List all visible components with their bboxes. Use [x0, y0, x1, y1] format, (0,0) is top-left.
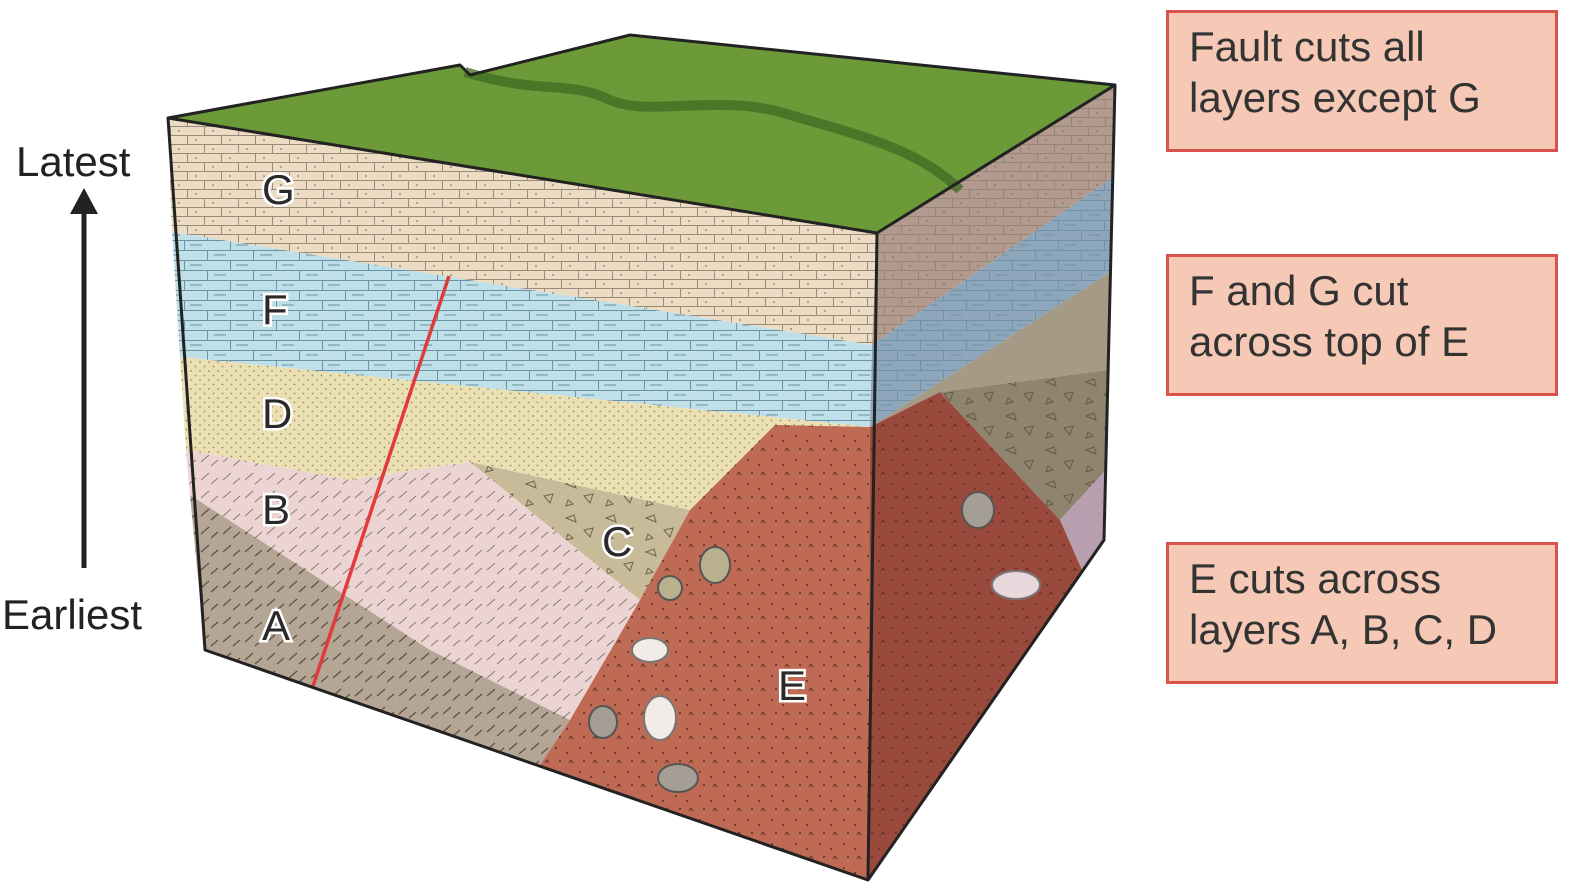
- layer-label-c: C: [602, 518, 632, 565]
- right-face: [868, 85, 1115, 880]
- grass-surface: [168, 35, 1115, 233]
- note-f-and-g: F and G cut across top of E: [1166, 254, 1558, 396]
- fault-line: [311, 275, 451, 687]
- clast: [991, 570, 1041, 600]
- layer-labels: G F D B A C E: [260, 164, 809, 712]
- clast: [657, 575, 683, 601]
- time-arrow: [70, 188, 98, 568]
- time-axis-top-label: Latest: [16, 138, 131, 185]
- clasts: [588, 491, 1041, 793]
- front-face: [168, 118, 877, 880]
- arrow-up-icon: [70, 188, 98, 214]
- layer-label-g: G: [262, 166, 295, 213]
- time-axis-bottom-label: Earliest: [2, 591, 143, 638]
- clast: [588, 705, 618, 739]
- clast: [961, 491, 995, 529]
- clast: [657, 763, 699, 793]
- layer-label-f: F: [262, 286, 288, 333]
- clast: [643, 695, 677, 741]
- note-fault: Fault cuts all layers except G: [1166, 10, 1558, 152]
- top-surface: [168, 35, 1115, 233]
- clast: [699, 546, 731, 584]
- layer-label-b: B: [262, 486, 290, 533]
- layer-label-d: D: [262, 390, 292, 437]
- surface-fault-scarp: [463, 67, 964, 194]
- layer-label-e: E: [778, 662, 806, 709]
- clast: [631, 637, 669, 663]
- cube-outline: [166, 33, 1117, 882]
- note-e-cuts: E cuts across layers A, B, C, D: [1166, 542, 1558, 684]
- layer-b-right: [1060, 470, 1106, 570]
- layer-label-a: A: [262, 602, 290, 649]
